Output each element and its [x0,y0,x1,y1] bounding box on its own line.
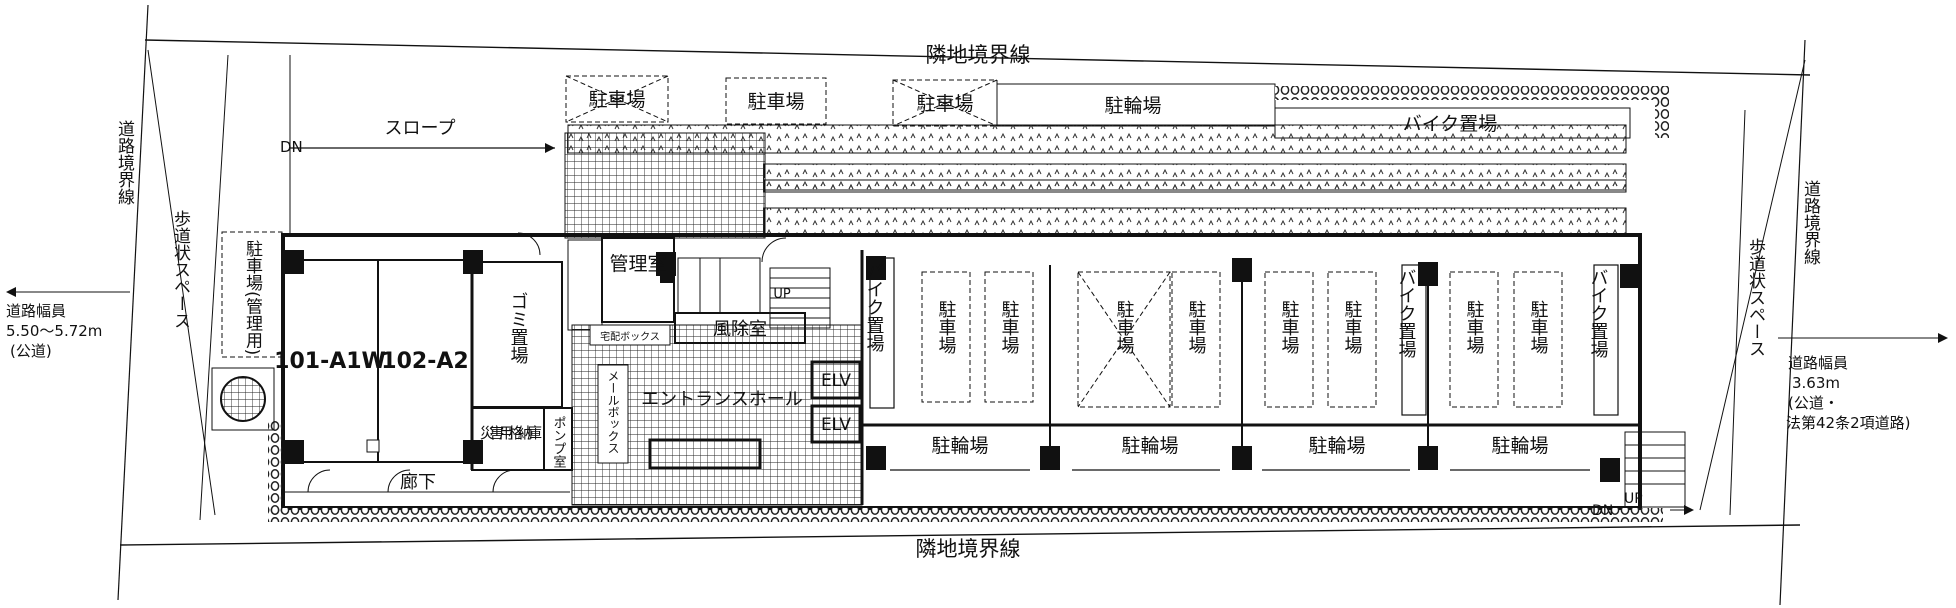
entrance-label: エントランスホール [641,389,803,410]
right-road-line-label: 道路境界線 [1800,180,1821,265]
bottom-boundary-label: 隣地境界線 [916,537,1021,561]
slope-arrow [545,143,555,153]
admin-label: 管理室 [609,253,666,275]
mailbox [597,364,629,464]
road-left-l2: 5.50〜5.72m [6,322,102,340]
top-parking-2: 駐車場 [747,91,804,113]
delivery-box [589,324,671,346]
top-bicycle: 駐輪場 [1104,95,1161,117]
slope-label: スロープ [385,118,456,139]
top-boundary-line [144,39,1811,76]
road-left-l3: (公道) [10,342,52,360]
garbage-label: ゴミ置場 [508,292,529,365]
top-parking-3: 駐車場 [916,93,973,115]
grid-floor-top [564,132,766,239]
left-sidewalk-edge2 [199,54,229,521]
left-hedge [268,420,282,518]
disaster-label: 災害用格納庫 [480,424,542,442]
left-road-line-label: 道路境界線 [114,120,135,205]
elevator-2 [810,404,862,444]
bike-inner-1: バイク置場 [864,262,885,353]
parking-inner-4: 駐車場 [1186,300,1207,355]
top-boundary-label: 隣地境界線 [926,43,1031,67]
right-sidewalk-label: 歩道状スペース [1745,238,1766,357]
bicycle-inner-4: 駐輪場 [1491,435,1548,457]
top-hedge [1275,86,1667,100]
mgmt-parking-label: 駐車場(管理用) [242,240,263,355]
slope-dn: DN [280,138,303,156]
windbreak-label: 風除室 [713,319,767,340]
elv-2-label: ELV [821,415,851,435]
parking-bays [921,271,1563,408]
right-sidewalk-edge2 [1699,59,1806,511]
bicycle-inner-2: 駐輪場 [1121,435,1178,457]
right-road-line [1779,39,1806,606]
mailbox-label: メールボックス [606,370,620,454]
delivery-label: 宅配ボックス [600,330,660,343]
pump-room [543,407,573,471]
right-sidewalk-edge [1729,109,1746,516]
bike-bay-3 [1593,264,1619,416]
elv-1-label: ELV [821,371,851,391]
corridor-label: 廊下 [400,472,436,493]
parking-inner-8: 駐車場 [1528,300,1549,355]
parking-inner-5: 駐車場 [1279,300,1300,355]
top-parking-1: 駐車場 [588,89,645,111]
road-left-l1: 道路幅員 [6,302,66,320]
bicycle-inner-3: 駐輪場 [1308,435,1365,457]
bottom-boundary-line [119,524,1801,546]
stair-up: UP [1624,491,1643,507]
parking-inner-2: 駐車場 [999,300,1020,355]
stair-core [761,237,831,329]
bottom-hedge [268,508,1663,522]
right-stair [1624,431,1694,515]
road-right-l4: 法第42条2項道路) [1786,414,1910,432]
parking-inner-3: 駐車場 [1114,300,1135,355]
planter-tree [220,376,266,422]
road-right-l3: (公道・ [1788,394,1839,412]
parking-inner-7: 駐車場 [1464,300,1485,355]
bike-bay-2 [1401,264,1427,416]
unit-101: 101-A1W [274,349,386,374]
bike-inner-3: バイク置場 [1588,268,1609,359]
unit-102: 102-A2 [381,349,468,374]
bicycle-inner-1: 駐輪場 [931,435,988,457]
top-hedge-corner [1655,86,1669,138]
top-bike: バイク置場 [1403,113,1498,135]
mgmt-parking-box [221,231,283,358]
pump-label: ポンプ室 [551,416,567,468]
hall-reception [648,438,762,470]
elevator-1 [810,360,862,400]
planter-box [211,367,275,431]
parking-inner-6: 駐車場 [1342,300,1363,355]
left-sidewalk-edge [147,49,216,516]
left-road-line [117,4,149,601]
bike-inner-2: バイク置場 [1396,268,1417,359]
stair-dn: DN [1592,503,1613,519]
columns [284,250,1640,482]
road-right-l2: 3.63m [1792,374,1840,392]
parking-inner-1: 駐車場 [936,300,957,355]
up-mark: UP [773,287,791,302]
left-sidewalk-label: 歩道状スペース [170,210,191,329]
road-right-l1: 道路幅員 [1788,354,1848,372]
